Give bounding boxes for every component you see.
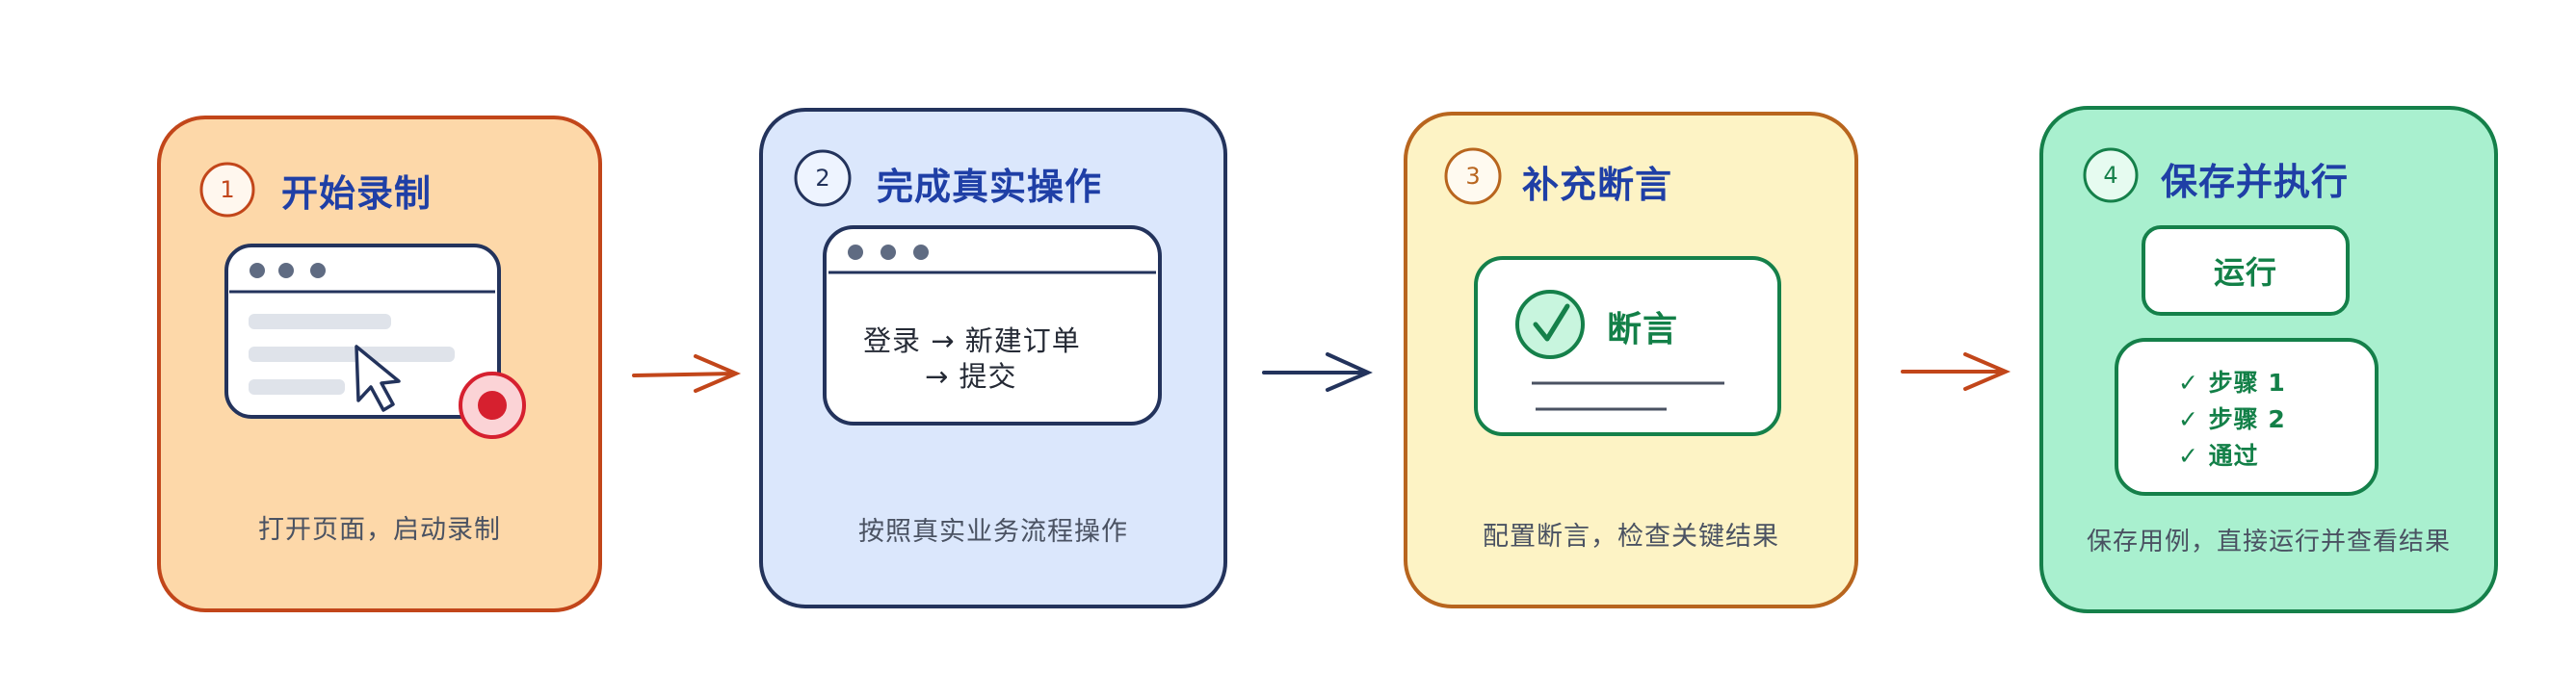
step-3-title: 补充断言 xyxy=(1522,164,1673,206)
check-circle-icon xyxy=(1515,290,1585,359)
step-2-caption: 按照真实业务流程操作 xyxy=(858,517,1128,547)
arrow-right-icon xyxy=(632,354,742,393)
step-4-number-badge xyxy=(2083,147,2139,203)
browser-window-icon xyxy=(224,244,501,419)
arrow-right-icon xyxy=(1901,352,2011,391)
step-1-number: 1 xyxy=(220,176,235,203)
step-1-number-badge xyxy=(199,162,255,218)
step-1-title: 开始录制 xyxy=(281,172,433,215)
step-4-caption: 保存用例，直接运行并查看结果 xyxy=(2086,528,2451,556)
step-2-number-badge xyxy=(794,149,852,207)
step-2-number: 2 xyxy=(815,165,830,192)
assertion-label: 断言 xyxy=(1607,310,1679,349)
record-icon xyxy=(459,372,526,439)
step-4-title: 保存并执行 xyxy=(2161,161,2350,203)
result-line-1: ✓ 步骤 1 xyxy=(2178,369,2286,397)
run-button[interactable]: 运行 xyxy=(2213,254,2277,291)
step-2-mock-line-2: → 提交 xyxy=(925,360,1017,393)
step-3-number: 3 xyxy=(1465,163,1481,190)
step-2-title: 完成真实操作 xyxy=(877,166,1103,208)
results-panel xyxy=(2115,338,2379,496)
step-3-number-badge xyxy=(1444,147,1502,205)
run-button-shape xyxy=(2142,225,2350,316)
step-4-number: 4 xyxy=(2103,162,2118,189)
cursor-icon xyxy=(355,345,401,412)
step-3-caption: 配置断言，检查关键结果 xyxy=(1483,522,1779,552)
result-line-3: ✓ 通过 xyxy=(2178,442,2259,470)
result-line-2: ✓ 步骤 2 xyxy=(2178,405,2286,433)
step-2-mock-line-1: 登录 → 新建订单 xyxy=(863,324,1081,357)
browser-window-mock xyxy=(823,225,1162,426)
arrow-right-icon xyxy=(1262,352,1373,392)
step-1-caption: 打开页面，启动录制 xyxy=(258,515,501,545)
